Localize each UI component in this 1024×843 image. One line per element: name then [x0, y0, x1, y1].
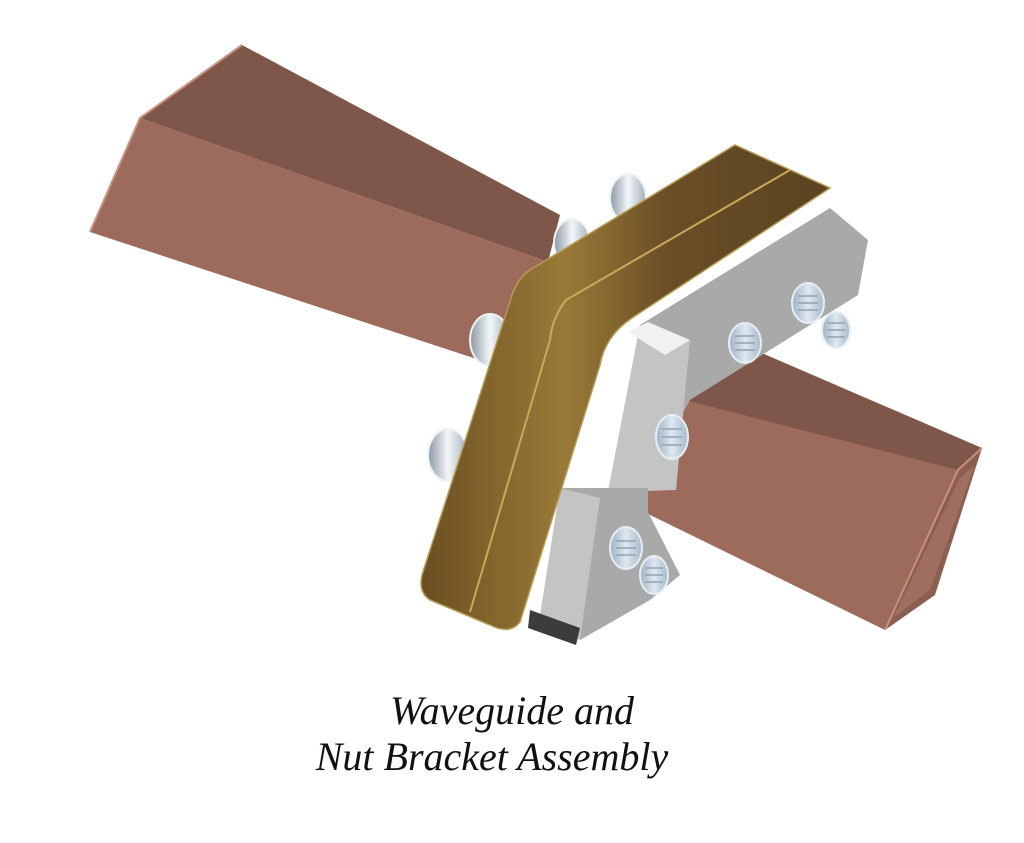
waveguide-top-face-right [685, 335, 982, 480]
threaded-nuts [609, 282, 851, 595]
bracket-top-highlight [628, 322, 690, 355]
bracket-upper-side [608, 325, 690, 492]
caption-line-1: Waveguide and [389, 688, 635, 733]
caption-line-2: Nut Bracket Assembly [315, 734, 669, 779]
flange-body [420, 144, 832, 631]
threaded-nut-icon [728, 322, 762, 364]
waveguide-left-section [89, 44, 560, 370]
waveguide-right-section [640, 335, 983, 631]
waveguide-side-face-right [640, 400, 958, 630]
figure-caption: Waveguide and Nut Bracket Assembly [0, 688, 1024, 780]
threaded-nut-icon [821, 311, 851, 349]
threaded-nut-icon [639, 555, 669, 595]
threaded-nut-icon [609, 526, 643, 570]
flange-plate [420, 144, 832, 631]
threaded-nut-icon [655, 414, 689, 460]
bracket-lower-side [540, 488, 600, 640]
waveguide-top-face [140, 45, 560, 262]
threaded-nut-icon [791, 282, 825, 324]
waveguide-side-face [90, 118, 548, 370]
waveguide-assembly-figure [89, 44, 983, 645]
